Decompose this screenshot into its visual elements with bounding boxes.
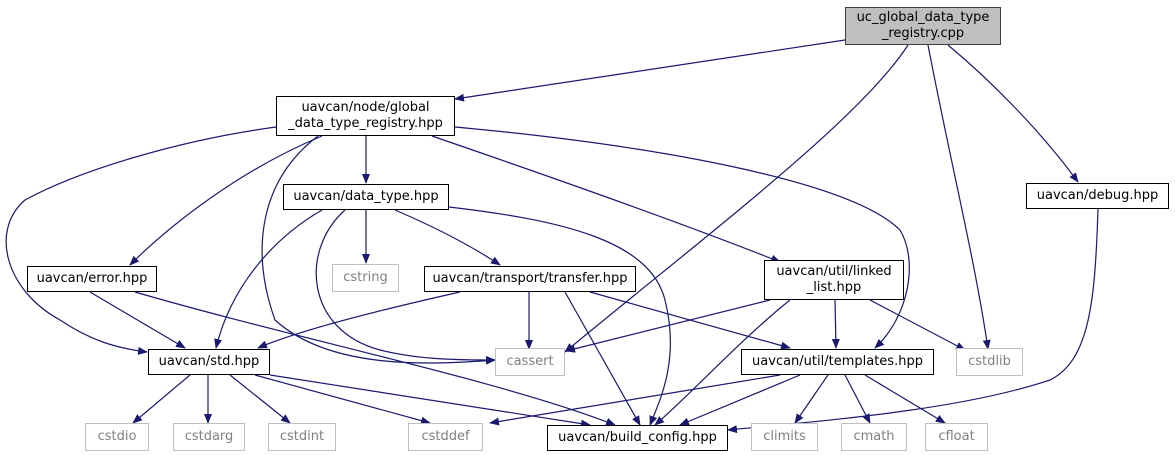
edge-std-cstdint xyxy=(229,374,291,424)
edge-data-type-std xyxy=(214,209,323,349)
edge-data-type-build-config xyxy=(448,206,671,426)
node-cstdint[interactable]: cstdint xyxy=(268,423,336,451)
edge-linked-list-cassert xyxy=(565,299,771,353)
edge-linked-list-build-config xyxy=(654,299,791,426)
edge-transfer-build-config xyxy=(564,291,641,426)
edge-templates-cmath xyxy=(844,374,871,424)
node-cstring[interactable]: cstring xyxy=(332,264,399,292)
node-cassert[interactable]: cassert xyxy=(495,348,565,376)
node-cmath[interactable]: cmath xyxy=(841,423,907,451)
node-linked-list-hpp[interactable]: uavcan/util/linked _list.hpp xyxy=(764,260,904,300)
edge-global-registry-error xyxy=(129,135,323,266)
edge-data-type-cassert xyxy=(315,209,496,364)
edge-root-global-registry xyxy=(454,39,846,102)
edge-templates-build-config xyxy=(679,374,801,426)
node-build-config-hpp[interactable]: uavcan/build_config.hpp xyxy=(547,425,728,451)
node-debug-hpp[interactable]: uavcan/debug.hpp xyxy=(1026,183,1169,209)
node-error-hpp[interactable]: uavcan/error.hpp xyxy=(27,266,157,292)
edge-global-registry-linked-list xyxy=(431,135,781,263)
edge-root-cstdlib xyxy=(927,44,991,350)
node-cfloat[interactable]: cfloat xyxy=(925,423,988,451)
edge-error-build-config xyxy=(134,291,616,426)
edge-data-type-transfer xyxy=(394,209,501,266)
edge-templates-cstddef xyxy=(489,374,781,426)
node-templates-hpp[interactable]: uavcan/util/templates.hpp xyxy=(741,349,934,375)
edge-transfer-std xyxy=(257,291,461,349)
node-cstdio[interactable]: cstdio xyxy=(85,423,149,451)
edge-error-std xyxy=(89,291,186,349)
node-cstddef[interactable]: cstddef xyxy=(408,423,483,451)
edge-linked-list-cstdlib xyxy=(869,299,966,351)
edge-templates-cfloat xyxy=(864,374,946,424)
node-global-data-type-registry-hpp[interactable]: uavcan/node/global _data_type_registry.h… xyxy=(276,96,455,136)
edge-templates-climits xyxy=(794,374,829,424)
node-transport-transfer-hpp[interactable]: uavcan/transport/transfer.hpp xyxy=(424,266,636,292)
node-climits[interactable]: climits xyxy=(751,423,818,451)
edge-std-build-config xyxy=(269,374,591,428)
edge-global-registry-templates xyxy=(454,126,910,349)
edge-global-registry-cassert xyxy=(261,135,496,365)
edge-root-cassert xyxy=(564,44,909,353)
edge-global-registry-std xyxy=(5,126,277,355)
node-data-type-hpp[interactable]: uavcan/data_type.hpp xyxy=(283,184,449,210)
node-cstdlib[interactable]: cstdlib xyxy=(956,348,1023,376)
edge-std-cstdio xyxy=(132,374,191,424)
edge-debug-build-config xyxy=(727,208,1099,434)
node-uc-global-data-type-registry-cpp[interactable]: uc_global_data_type _registry.cpp xyxy=(845,7,1001,45)
node-cstdarg[interactable]: cstdarg xyxy=(173,423,245,451)
edge-linked-list-templates xyxy=(831,299,840,349)
node-std-hpp[interactable]: uavcan/std.hpp xyxy=(148,349,270,375)
edge-root-debug xyxy=(947,44,1079,183)
edge-std-cstddef xyxy=(254,374,431,425)
